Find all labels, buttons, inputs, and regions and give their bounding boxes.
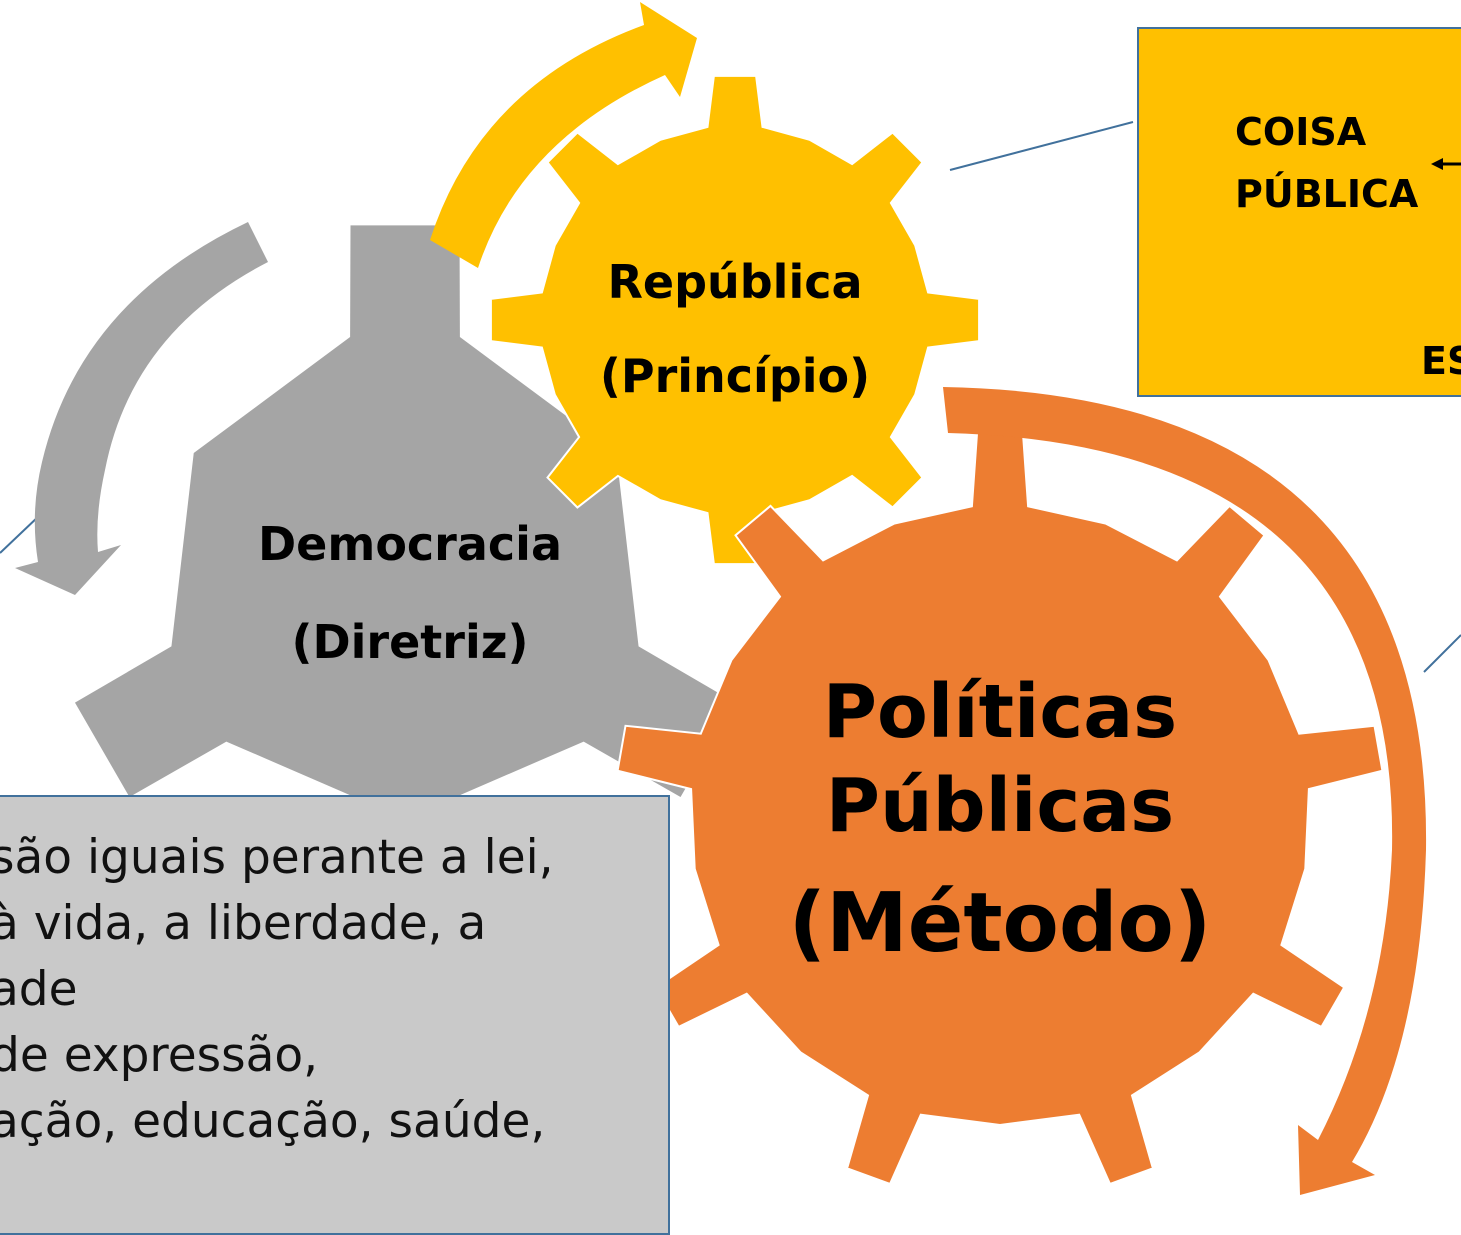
coisa-partial-label: ES (1421, 339, 1461, 383)
politicas-gear-label: Políticas Públicas (Método) (770, 665, 1230, 971)
politicas-gear (616, 429, 1384, 1186)
politicas-title-1: Políticas (822, 669, 1178, 755)
rights-line: à vida, a liberdade, a (0, 896, 487, 951)
connector-republica-coisa (949, 121, 1134, 171)
arrow-left-icon (1431, 158, 1461, 170)
coisa-line-2: PÚBLICA (1235, 172, 1419, 216)
politicas-title-2: Públicas (825, 763, 1175, 849)
rights-line: de expressão, (0, 1028, 319, 1083)
connector-democracia-left (0, 514, 41, 554)
republica-gear-label: República (Princípio) (560, 235, 910, 423)
politicas-subtitle: (Método) (788, 876, 1212, 971)
democracia-title: Democracia (258, 517, 562, 571)
coisa-line-1: COISA (1235, 110, 1367, 154)
democracia-curved-arrow (15, 222, 268, 595)
rights-line: ação, educação, saúde, (0, 1094, 546, 1149)
coisa-publica-box: COISA PÚBLICA ES (1137, 27, 1461, 397)
connector-politicas-right (1423, 634, 1461, 673)
diagram-canvas (0, 2, 1461, 1195)
rights-list: são iguais perante a lei, à vida, a libe… (0, 825, 554, 1155)
rights-line: são iguais perante a lei, (0, 830, 554, 885)
coisa-publica-text: COISA PÚBLICA (1235, 101, 1418, 225)
rights-line: ade (0, 962, 78, 1017)
democracia-subtitle: (Diretriz) (291, 615, 529, 669)
republica-subtitle: (Princípio) (599, 349, 871, 403)
republica-title: República (607, 255, 863, 309)
rights-text-box: são iguais perante a lei, à vida, a libe… (0, 795, 670, 1235)
democracia-gear-label: Democracia (Diretriz) (230, 495, 590, 691)
republica-curved-arrow (430, 2, 697, 268)
